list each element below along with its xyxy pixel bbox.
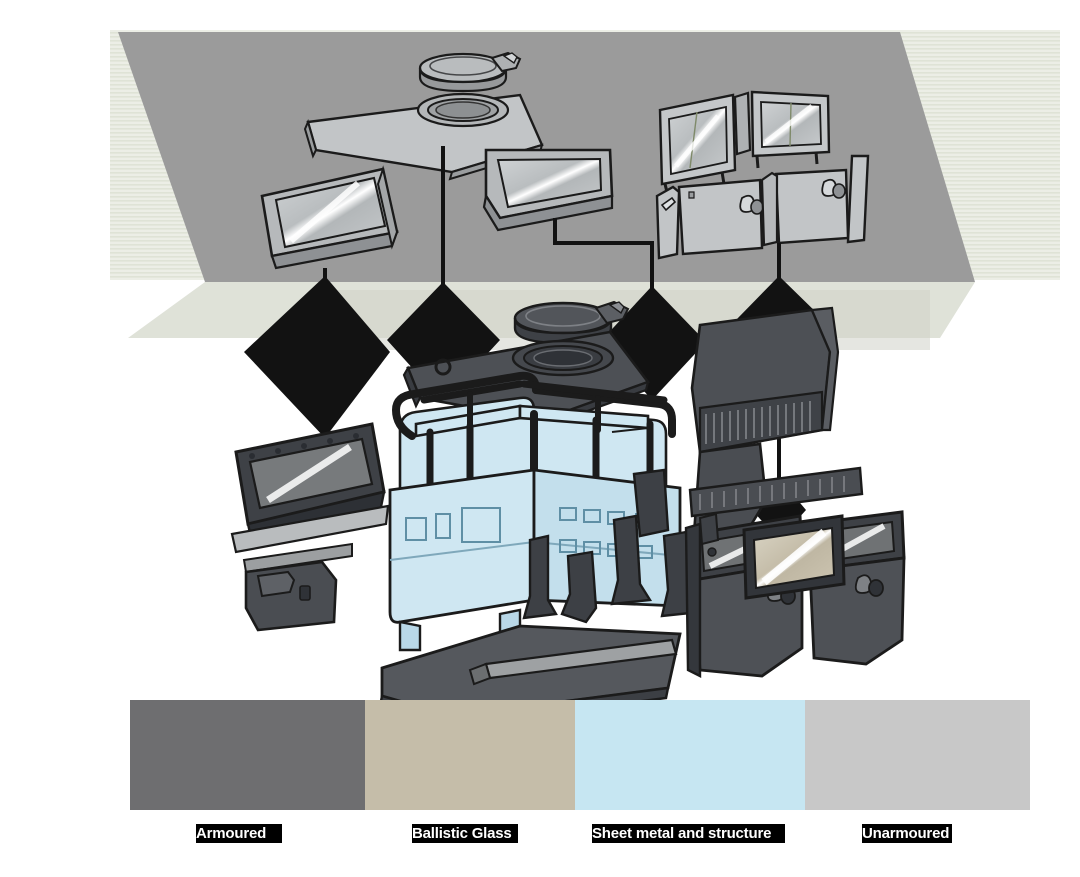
windscreen-armour — [230, 422, 390, 574]
turret-ring-lid — [418, 51, 522, 93]
side-door-glass-right — [742, 514, 846, 600]
wheel-arch-armour — [244, 560, 338, 632]
legend-label-3: Unarmoured — [862, 824, 952, 843]
unarmoured-door-skin-left — [655, 178, 764, 260]
unarmoured-window-frame-left — [658, 93, 737, 197]
diamond-arrowhead — [387, 282, 500, 402]
wiper-cowl — [230, 504, 390, 554]
unarmoured-window-frame-right — [733, 90, 831, 169]
front-windscreen-frame — [260, 165, 399, 270]
armour-strip — [688, 466, 864, 518]
legend-swatch-2 — [575, 700, 805, 810]
diamond-arrowhead — [244, 276, 390, 438]
side-window-frame — [482, 148, 614, 232]
legend-swatch-0 — [130, 700, 365, 810]
legend-label-0: Armoured — [196, 824, 282, 843]
spall-liner-set — [522, 468, 703, 624]
legend-label-2: Sheet metal and structure — [592, 824, 785, 843]
legend-swatch-3 — [805, 700, 1030, 810]
legend-label-1: Ballistic Glass — [412, 824, 518, 843]
tub-chassis — [388, 468, 682, 652]
legend-swatch-1 — [365, 700, 575, 810]
unarmoured-door-skin-right — [760, 154, 870, 247]
door-armour-panel-rear-left — [684, 512, 720, 678]
